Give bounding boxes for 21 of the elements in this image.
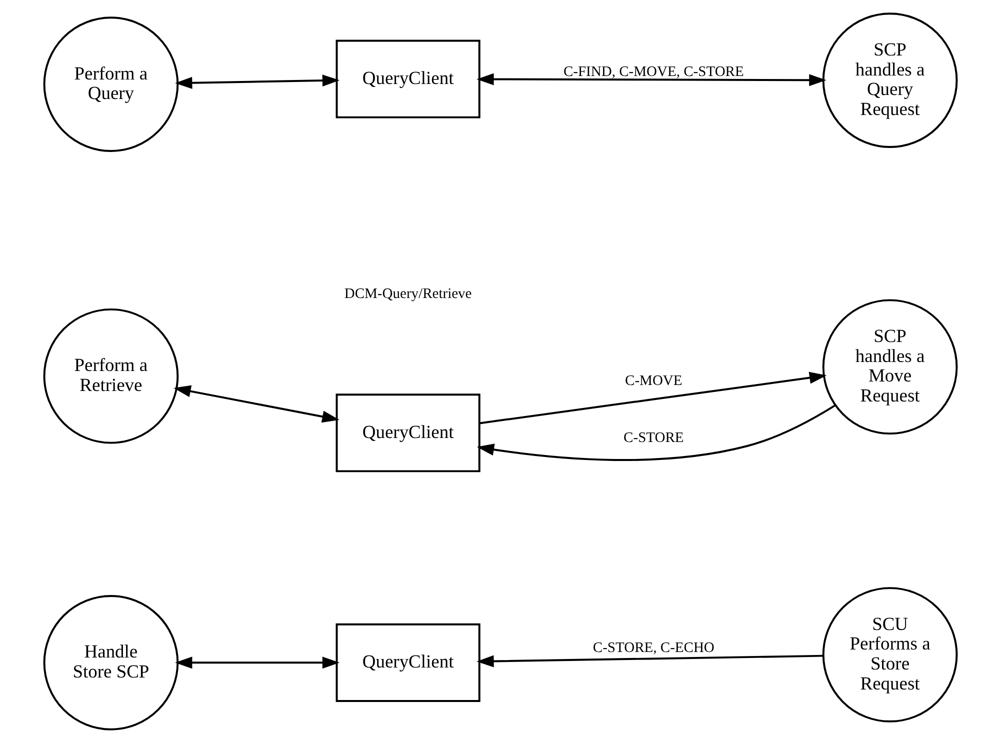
node-box: QueryClient (335, 394, 480, 472)
node-box: QueryClient (335, 40, 480, 118)
arrow (476, 654, 823, 668)
node-circle: Perform a Query (42, 16, 178, 152)
node-circle: SCP handles a Move Request (822, 299, 958, 435)
arrow (173, 385, 339, 423)
arrow (478, 372, 826, 424)
edge-label: C-MOVE (624, 373, 682, 390)
node-box: QueryClient (335, 623, 480, 702)
arrow (174, 656, 340, 669)
arrow (476, 404, 836, 461)
arrow (174, 74, 340, 89)
arrow (476, 73, 826, 86)
node-circle: Perform a Retrieve (42, 308, 178, 444)
node-circle: SCP handles a Query Request (822, 12, 958, 148)
edge-label: C-FIND, C-MOVE, C-STORE (562, 64, 744, 80)
node-circle: Handle Store SCP (42, 595, 178, 730)
edge-label: C-STORE, C-ECHO (592, 640, 714, 656)
node-circle: SCU Performs a Store Request (822, 587, 958, 722)
edge-label: C-STORE (623, 430, 684, 446)
label: DCM-Query/Retrieve (344, 286, 472, 302)
